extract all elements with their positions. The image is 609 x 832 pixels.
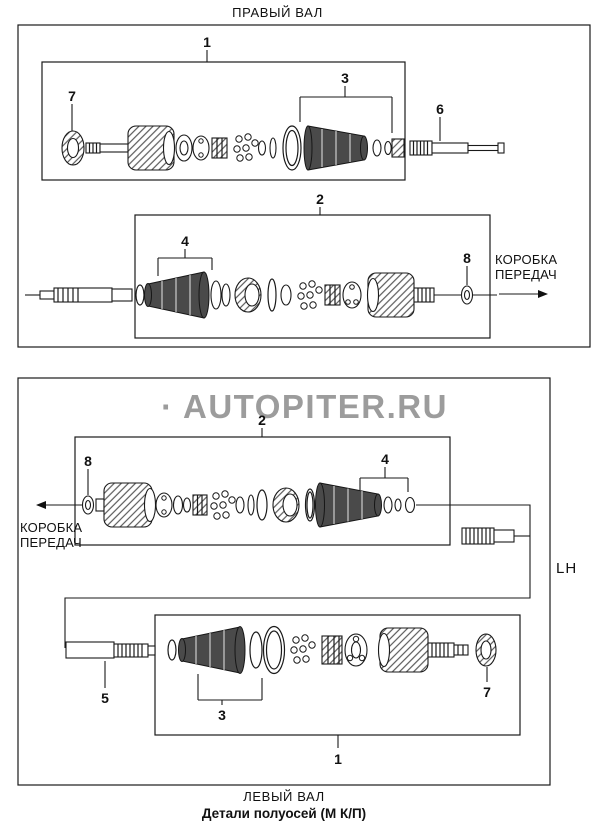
left-shaft-assembly [17,377,551,786]
left-shaft-title: ЛЕВЫЙ ВАЛ [243,789,325,804]
callout-7-left: 7 [483,684,491,700]
snap-ring [235,496,245,514]
circlip-ring [460,285,474,305]
castle-nut [321,635,343,665]
inner-joint-housing [95,482,157,528]
right-shaft-assembly [17,24,591,348]
callout-6-right: 6 [436,101,444,117]
bearing-balls [290,634,316,664]
spider-hub [192,494,208,516]
left-leader-lines [36,428,531,748]
spider-hub [211,137,228,159]
outboard-seal-ring [475,633,497,667]
outer-joint-housing [377,627,469,673]
callout-1-left: 1 [334,751,342,767]
ball-cage [342,281,362,309]
axle-nut [391,138,405,158]
boot-clamp-large [282,125,302,171]
cv-boot-inner [144,271,210,319]
boot-retainer-rings [210,280,231,310]
callout-7-right: 7 [68,88,76,104]
splined-stub-shaft [461,527,515,545]
snap-ring [257,140,267,156]
callout-3-right: 3 [341,70,349,86]
callout-2-left: 2 [258,412,266,428]
inner-joint-housing [366,272,435,318]
boot-clamp-large [304,488,316,522]
gearbox-label-right: КОРОБКА ПЕРЕДАЧ [495,252,558,282]
bearing-balls [210,490,236,520]
ball-cage [344,633,368,667]
cv-boot-inner [315,482,382,528]
boot-collar-rings [383,496,416,514]
stub-axle-shaft [85,142,129,154]
callout-5-left: 5 [101,690,109,706]
thrust-washer [247,494,255,516]
right-shaft-title: ПРАВЫЙ ВАЛ [232,5,323,20]
axle-shaft [65,641,156,659]
spacer-ring [267,278,277,312]
inner-race-rings [175,134,193,162]
callout-8-left: 8 [84,453,92,469]
axle-shaft-outboard [409,140,505,156]
thrust-washer [269,137,277,159]
right-group2-frame [134,214,491,339]
watermark: · AUTOPITER.RU [161,388,448,425]
boot-clamp-large [249,625,286,675]
left-outer-frame [17,377,551,786]
bearing-balls [233,133,259,162]
spacer-ring [256,489,268,521]
axle-shaft-inboard [39,287,133,303]
callout-8-right: 8 [463,250,471,266]
spider-hub [324,284,341,306]
boot-clamp-small [135,284,145,306]
ball-cage [192,135,210,161]
ball-cage [155,492,173,518]
inner-race-rings [172,495,192,515]
callout-1-right: 1 [203,34,211,50]
diagram-caption: Детали полуосей (М К/П) [201,806,367,821]
callout-2-right: 2 [316,191,324,207]
cv-boot-outer [303,125,368,171]
outer-joint-housing [127,125,176,171]
bearing-cone [272,487,300,523]
circlip-ring [81,495,95,515]
bearing-cone [234,277,262,313]
boot-collar-rings [372,139,392,157]
callout-4-right: 4 [181,233,189,249]
right-group1-frame [41,61,406,181]
right-leader-lines [25,50,548,298]
outboard-seal-ring [61,130,85,166]
right-outer-frame [17,24,591,348]
side-label-lh: LH [556,560,578,577]
boot-clamp-small [167,639,177,661]
callout-4-left: 4 [381,451,389,467]
cv-boot-outer [178,626,246,674]
gearbox-label-left: КОРОБКА ПЕРЕДАЧ [20,520,83,550]
bearing-balls [297,280,323,310]
stop-ring [280,284,292,306]
callout-3-left: 3 [218,707,226,723]
